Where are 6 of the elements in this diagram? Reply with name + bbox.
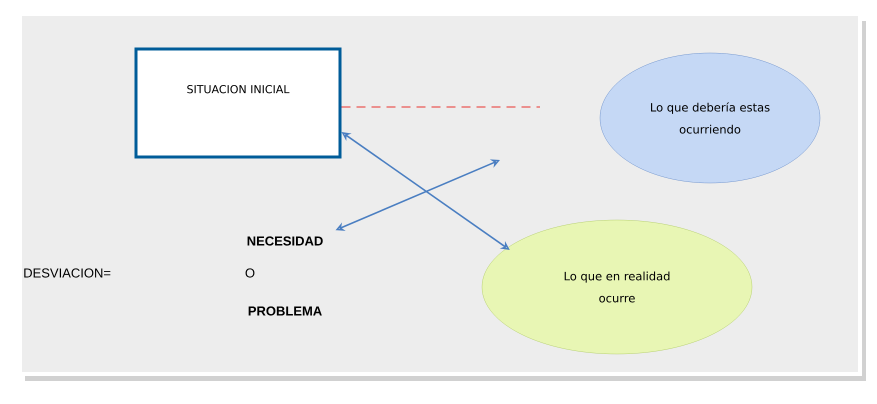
process-box: SITUACION INICIAL (134, 48, 342, 158)
label-text: O (246, 268, 254, 278)
bold-text: NECESIDAD (248, 236, 323, 246)
label-text: DESVIACION= (24, 268, 110, 278)
dashed-line (341, 106, 540, 108)
label-text: PROBLEMA (248, 306, 322, 316)
